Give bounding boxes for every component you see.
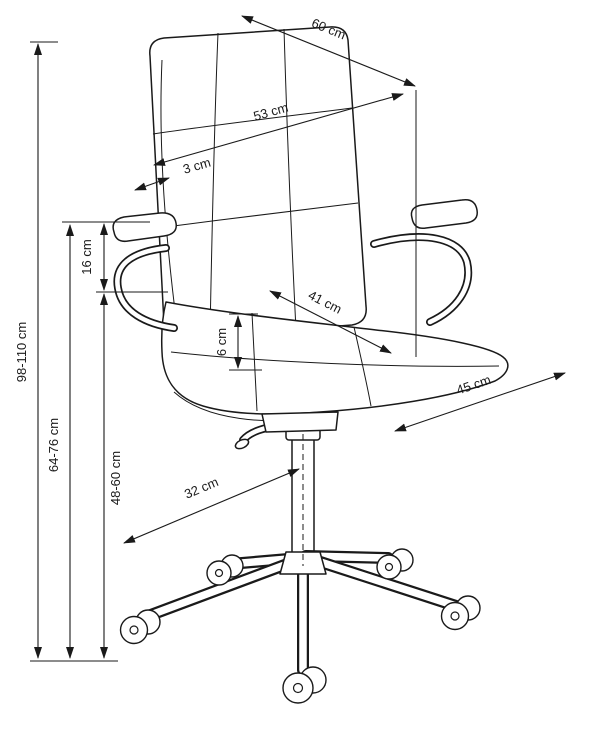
caster-right [440,595,481,631]
base-hub [279,551,327,575]
chair-armrest-right [370,198,479,326]
dim-line-backrest-width [241,15,416,87]
chair-base [142,424,462,676]
dim-label-armrest-seat: 16 cm [79,239,94,274]
dim-line-backrest-thickness [134,177,170,191]
seat-mount-plate [261,411,339,433]
caster-left [119,609,161,645]
chair-drawing [112,26,509,704]
dimension-annotations: 98-110 cm 64-76 cm 16 cm 48-60 cm 6 cm 6… [14,15,566,662]
dim-label-overall-height: 98-110 cm [14,322,29,382]
dim-line-seat-width [269,290,392,354]
caster-back-left [206,554,244,586]
chair-armrest-left [112,212,178,332]
dim-label-backrest-thickness: 3 cm [181,155,212,177]
dim-label-seat-floor: 48-60 cm [108,451,123,505]
caster-front [282,666,327,704]
dim-line-backrest-diagonal [153,93,404,166]
dim-line-base-arm [123,468,300,544]
chair-backrest [149,26,367,339]
dim-label-armrest-floor: 64-76 cm [46,418,61,472]
dim-label-base-arm: 32 cm [182,474,220,502]
dim-label-cushion: 6 cm [214,328,229,356]
dim-line-seat-depth [394,372,566,432]
caster-back-right [376,548,414,580]
